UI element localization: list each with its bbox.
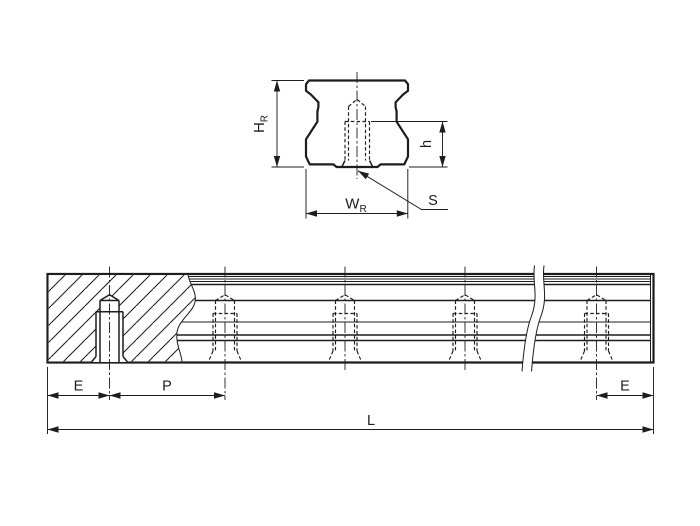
dimension-label-e-right: E <box>620 379 630 395</box>
rail-outline <box>46 272 655 364</box>
dimension-label-hr: HR <box>251 115 271 133</box>
mounting-hole-hidden <box>447 294 483 362</box>
dimension-label-wr: WR <box>345 196 366 216</box>
tapped-hole-hidden <box>341 98 374 168</box>
thread-callout: S <box>357 170 448 210</box>
break-lines <box>521 265 546 372</box>
dimension-label-h: h <box>419 140 435 148</box>
mounting-hole-hidden <box>207 294 243 362</box>
rail-cross-section-view: HR h WR S <box>251 72 448 219</box>
dimension-e-left: E <box>47 367 110 434</box>
dimension-h: h <box>371 121 448 168</box>
hatch-section <box>48 275 196 363</box>
dimension-label-e-left: E <box>74 379 84 395</box>
dimension-hr: HR <box>251 80 304 168</box>
thread-callout-label: S <box>428 193 438 209</box>
dimension-wr: WR <box>305 169 409 219</box>
dimension-e-right: E <box>596 367 654 434</box>
rail-side-view: E P E L <box>46 265 655 434</box>
dimension-p: P <box>109 379 225 399</box>
mounting-hole-hidden <box>327 294 363 362</box>
dimension-l: L <box>47 413 654 433</box>
hole-centerlines <box>109 266 597 400</box>
dimension-label-p: P <box>162 379 172 395</box>
dimension-label-l: L <box>367 413 375 429</box>
rail-profile-outline <box>304 79 410 169</box>
